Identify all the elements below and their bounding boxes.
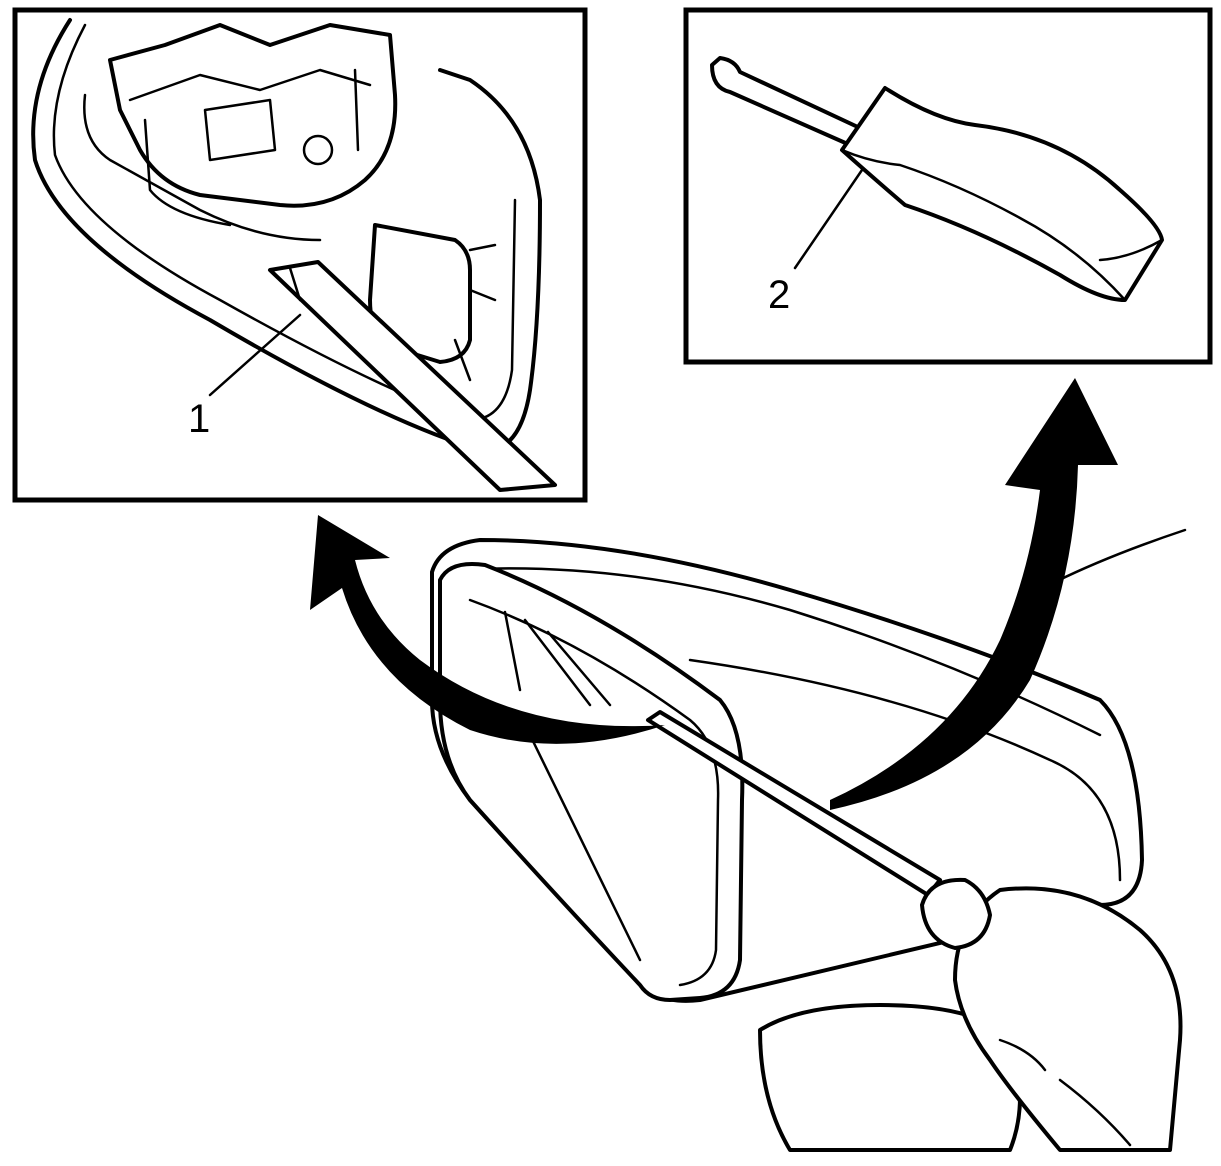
right-arrow: curved-arrow-icon	[830, 378, 1118, 810]
bracket-edge	[128, 68, 372, 102]
screwdriver-handle	[920, 877, 992, 950]
screwdriver-blade	[268, 260, 557, 492]
callout-1-label: 1	[188, 397, 210, 441]
reflection-line	[503, 610, 522, 692]
callout-1-leader	[208, 313, 302, 397]
left-arrow: curved-arrow-icon	[310, 515, 665, 744]
callout-2-leader	[793, 168, 864, 270]
main-scene	[430, 528, 1187, 1152]
inset-housing-shell	[31, 18, 542, 453]
finger-line	[1058, 1078, 1132, 1147]
detail-inset-2: 2	[683, 7, 1213, 365]
flat-screwdriver-handle	[840, 86, 1164, 302]
reflection-line	[528, 733, 642, 962]
reflection-line	[546, 630, 612, 707]
screwdriver-shaft	[646, 710, 942, 897]
handle-facet	[840, 148, 1127, 302]
detail-inset-1: 1	[12, 7, 588, 503]
body-contour-line	[1053, 528, 1187, 584]
bracket-arm	[83, 93, 322, 242]
handle-end-facet	[1098, 238, 1164, 262]
housing-crease-lower	[688, 658, 1122, 882]
blade-tip-edge	[288, 266, 302, 302]
reflection-line	[523, 618, 592, 707]
hand	[953, 886, 1183, 1152]
bracket-slot	[353, 68, 360, 152]
bracket-clip	[143, 118, 232, 227]
callout-2-label: 2	[768, 273, 790, 317]
curved-arrow-icon	[830, 378, 1118, 810]
bracket-window	[203, 98, 277, 162]
bracket-hole	[302, 134, 334, 166]
finger-line	[998, 1038, 1047, 1072]
curved-arrow-icon	[310, 515, 665, 744]
connector-terminals	[453, 243, 497, 382]
